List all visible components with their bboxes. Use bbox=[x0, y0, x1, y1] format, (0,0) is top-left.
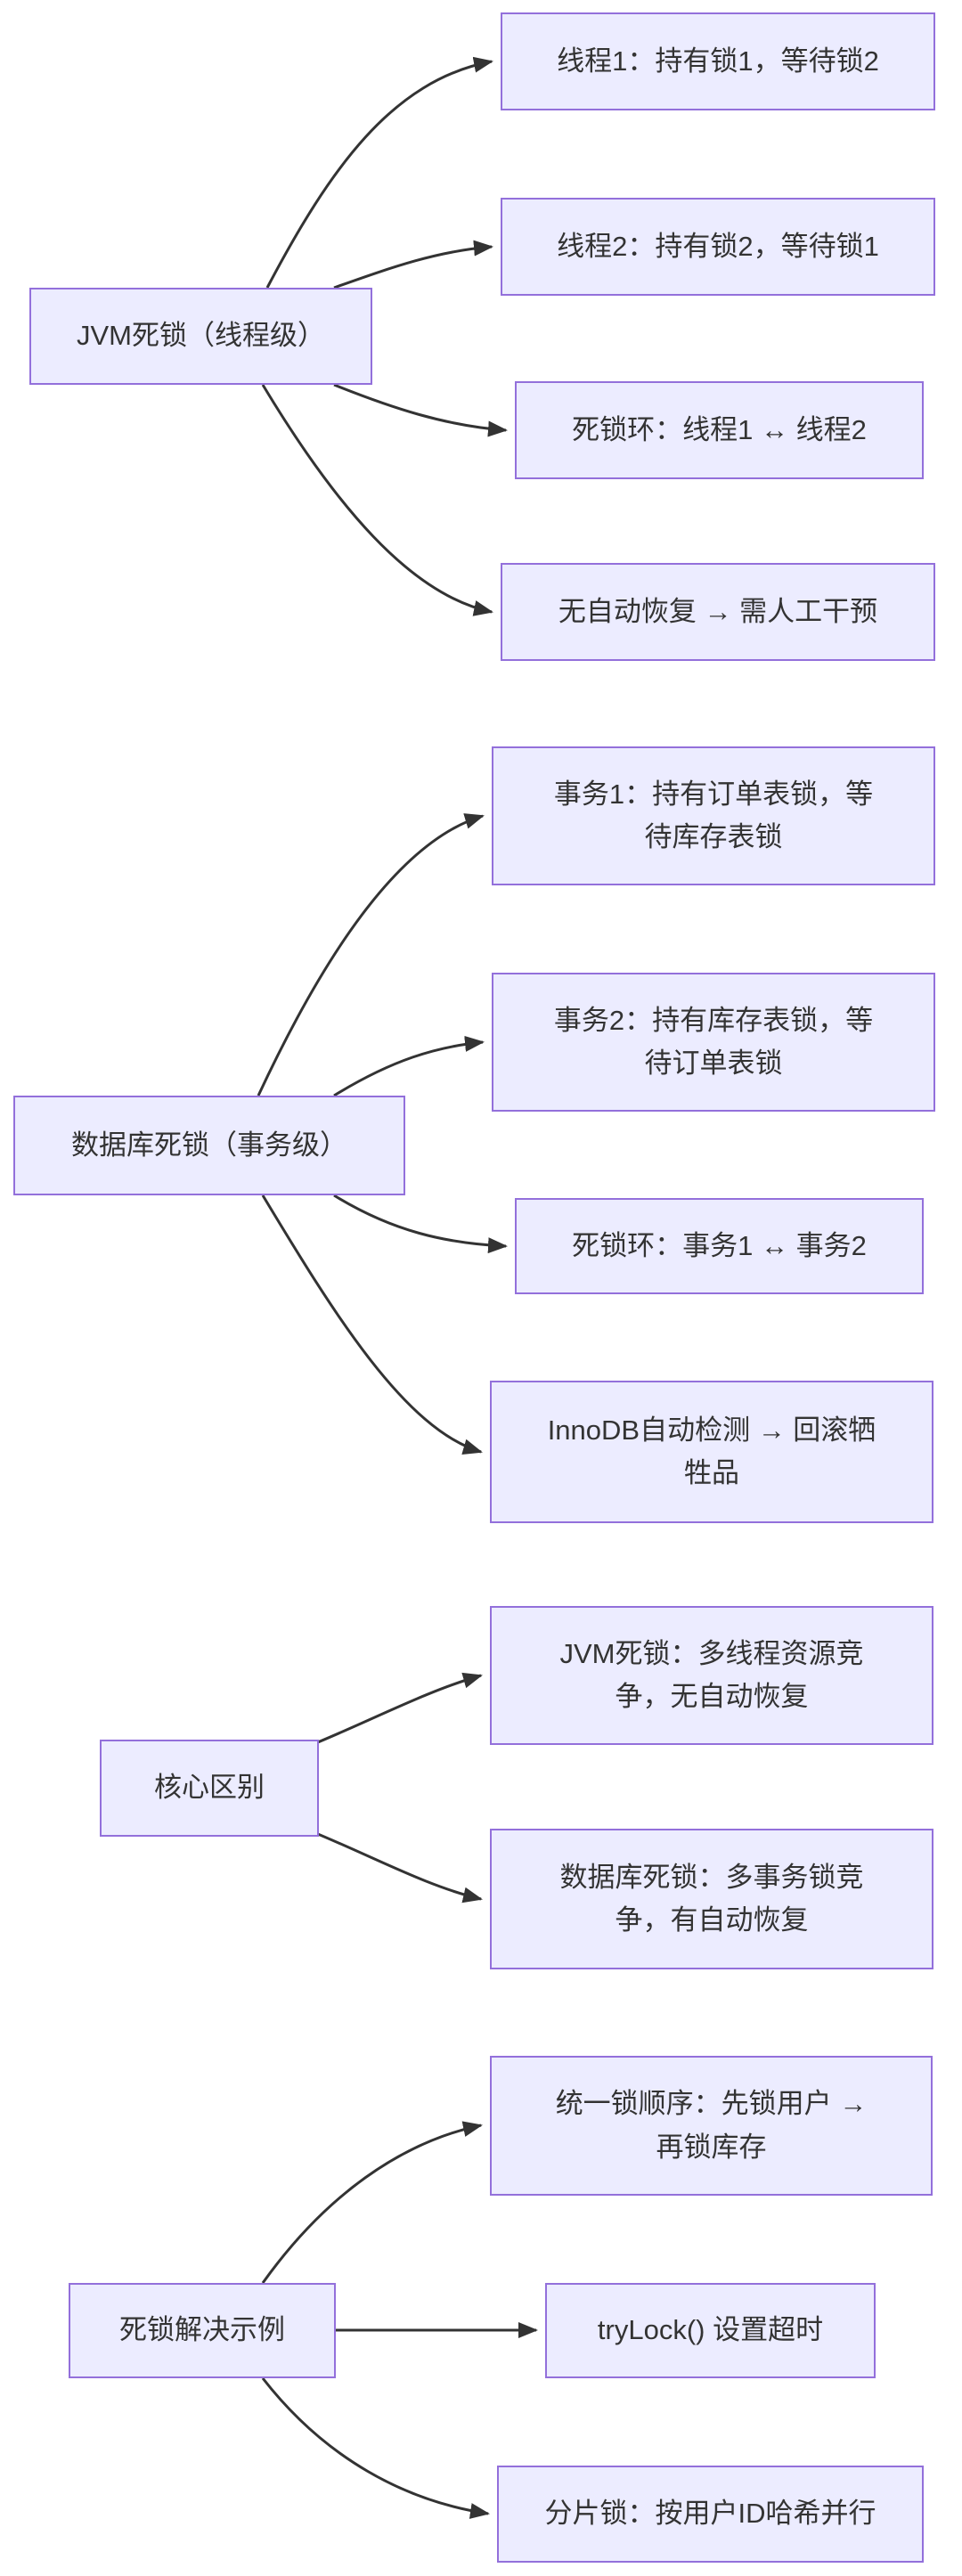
node-deadlock-solutions: 死锁解决示例 bbox=[69, 2283, 336, 2378]
edge-solve-to-shard-lock bbox=[261, 2377, 490, 2519]
node-core-difference: 核心区别 bbox=[100, 1740, 319, 1837]
node-thread1: 线程1：持有锁1，等待锁2 bbox=[501, 12, 935, 110]
node-jvm-summary: JVM死锁：多线程资源竞 争，无自动恢复 bbox=[490, 1606, 933, 1745]
edge-jvm-to-no-recovery bbox=[261, 384, 493, 616]
node-db-deadlock: 数据库死锁（事务级） bbox=[13, 1096, 405, 1195]
node-innodb-detect: InnoDB自动检测 → 回滚牺 牲品 bbox=[490, 1381, 933, 1523]
edge-db-to-tx2 bbox=[333, 1035, 485, 1097]
edge-jvm-to-thread2 bbox=[333, 240, 493, 289]
node-tx1: 事务1：持有订单表锁，等 待库存表锁 bbox=[492, 746, 935, 885]
node-jvm-deadlock: JVM死锁（线程级） bbox=[29, 288, 372, 385]
node-tx2: 事务2：持有库存表锁，等 待订单表锁 bbox=[492, 973, 935, 1112]
node-shard-lock: 分片锁：按用户ID哈希并行 bbox=[497, 2466, 924, 2563]
node-thread2: 线程2：持有锁2，等待锁1 bbox=[501, 198, 935, 296]
edge-jvm-to-thread1 bbox=[265, 56, 493, 289]
node-no-auto-recovery: 无自动恢复 → 需人工干预 bbox=[501, 563, 935, 661]
edge-db-to-tx1 bbox=[257, 813, 485, 1096]
node-trylock-timeout: tryLock() 设置超时 bbox=[545, 2283, 876, 2378]
edge-core-to-db-summary bbox=[313, 1830, 483, 1903]
node-db-summary: 数据库死锁：多事务锁竞 争，有自动恢复 bbox=[490, 1829, 933, 1969]
edge-db-to-tx-cycle bbox=[333, 1194, 508, 1254]
edge-jvm-to-thread-cycle bbox=[333, 383, 508, 437]
node-tx-deadlock-cycle: 死锁环：事务1 ↔ 事务2 bbox=[515, 1198, 924, 1294]
node-thread-deadlock-cycle: 死锁环：线程1 ↔ 线程2 bbox=[515, 381, 924, 479]
edge-solve-to-lock-order bbox=[261, 2121, 483, 2284]
edge-db-to-innodb bbox=[261, 1194, 483, 1455]
edge-core-to-jvm-summary bbox=[313, 1672, 483, 1746]
node-unified-lock-order: 统一锁顺序：先锁用户 → 再锁库存 bbox=[490, 2056, 933, 2196]
